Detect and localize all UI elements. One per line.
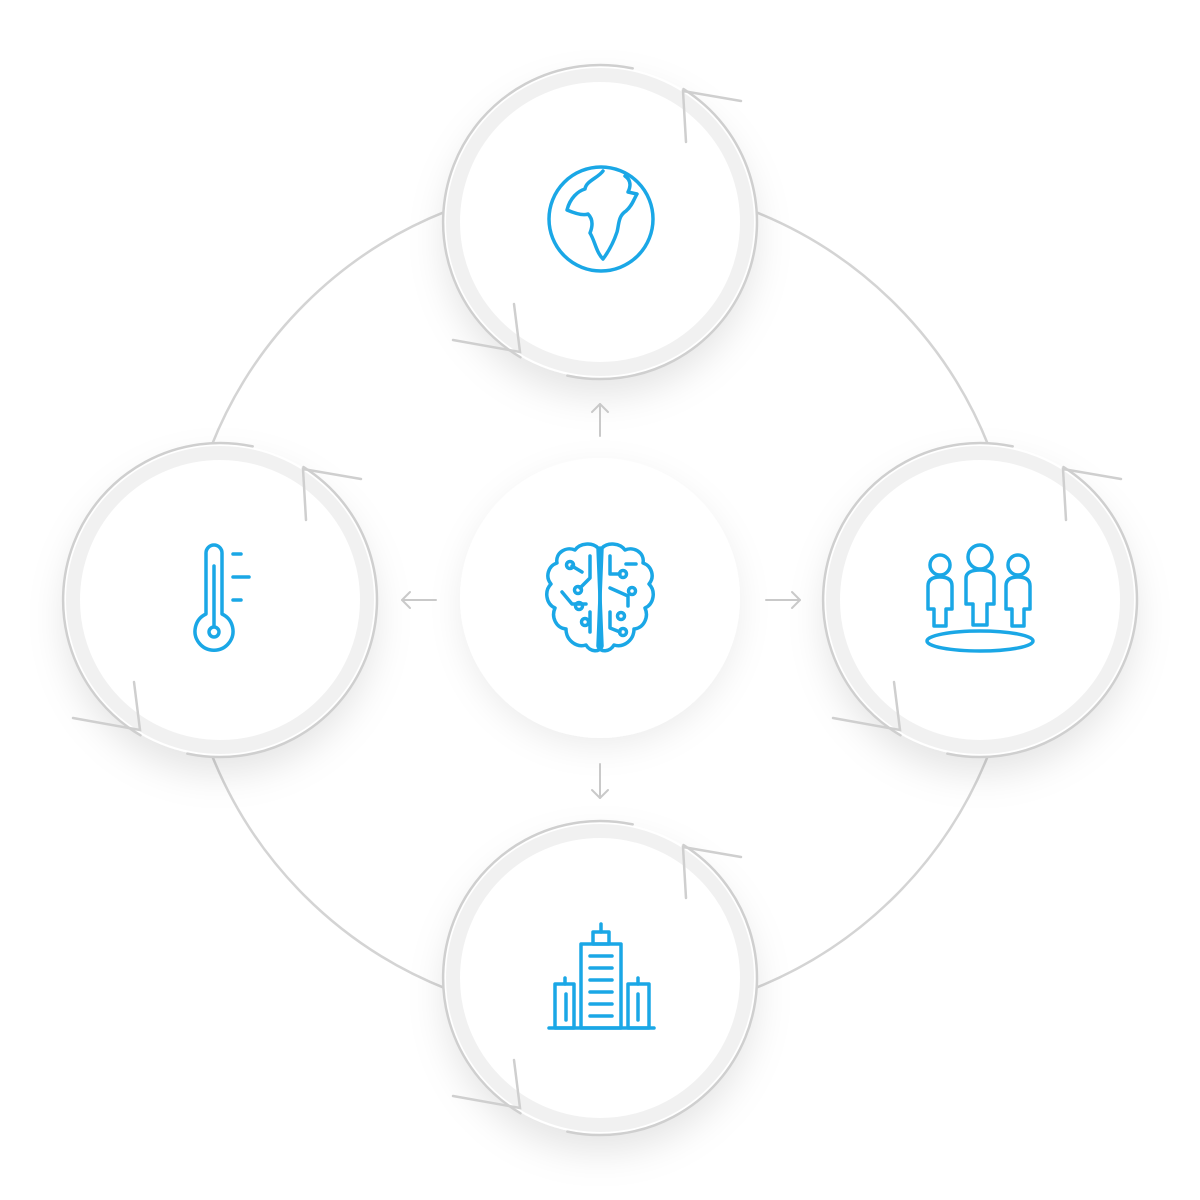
node-bottom <box>441 819 759 1137</box>
brain-circuit-icon <box>545 542 655 653</box>
cycle-arrowhead-left-1 <box>71 680 142 732</box>
cycle-arrowhead-left-2 <box>301 467 363 522</box>
cycle-ring-left <box>61 441 379 759</box>
node-right <box>821 441 1139 759</box>
cycle-arrowhead-top-1 <box>451 302 522 354</box>
cycle-ring-top <box>441 63 759 381</box>
connector-down <box>591 763 609 799</box>
connector-left <box>401 591 437 609</box>
cycle-arrowhead-right-1 <box>831 680 902 732</box>
connector-right <box>765 591 801 609</box>
connector-up <box>591 403 609 437</box>
node-top <box>441 63 759 381</box>
node-left <box>61 441 379 759</box>
cycle-arrowhead-bottom-1 <box>451 1058 522 1110</box>
office-buildings-icon <box>547 922 656 1030</box>
cycle-arrowhead-top-2 <box>681 89 743 144</box>
cycle-ring-bottom <box>441 819 759 1137</box>
globe-africa-icon <box>547 165 655 273</box>
cycle-arrowhead-right-2 <box>1061 467 1123 522</box>
cycle-arrowhead-bottom-2 <box>681 845 743 900</box>
people-group-icon <box>925 543 1035 653</box>
thermometer-icon <box>193 543 251 652</box>
cycle-ring-right <box>821 441 1139 759</box>
